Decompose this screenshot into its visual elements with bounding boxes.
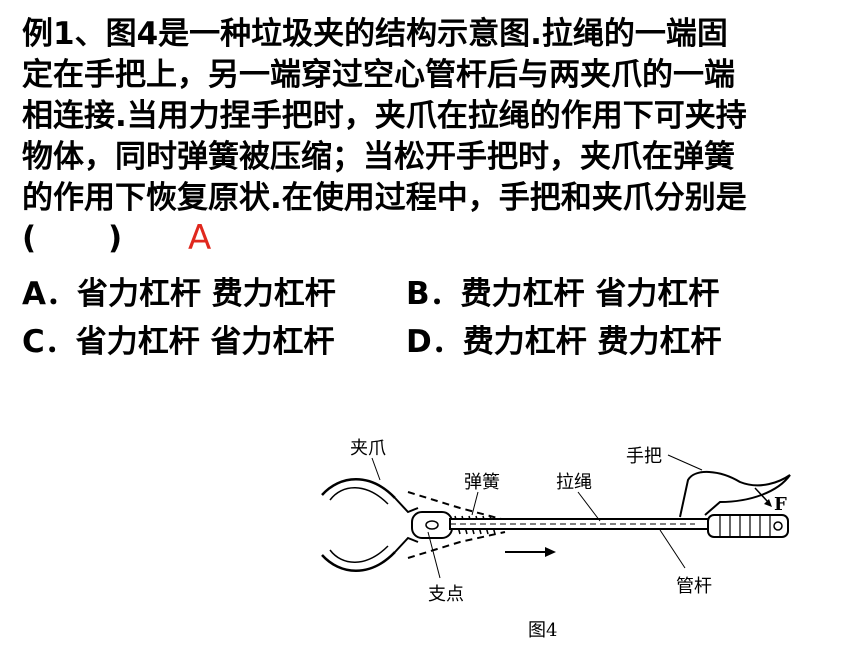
figure-caption: 图4 [528, 620, 557, 641]
option-c[interactable]: C．省力杠杆 省力杠杆 [22, 316, 335, 361]
option-text: 费力杠杆 费力杠杆 [462, 324, 722, 360]
leader-spring [471, 491, 479, 516]
leader-jaw [371, 457, 381, 481]
leader-rope [577, 491, 601, 522]
leader-tube [659, 529, 686, 569]
jaw-lower-inner [329, 545, 389, 563]
label-jaw: 夹爪 [350, 438, 386, 459]
spring-dashed-lower [407, 531, 506, 559]
handle-end-hole [773, 521, 783, 531]
option-text: 省力杠杆 费力杠杆 [77, 276, 336, 312]
label-pivot: 支点 [428, 584, 464, 605]
option-b[interactable]: B．费力杠杆 省力杠杆 [406, 268, 719, 313]
pull-arrow-head [545, 547, 556, 557]
option-letter: C． [22, 324, 76, 360]
option-text: 省力杠杆 省力杠杆 [75, 324, 335, 360]
handle-grip [707, 514, 789, 538]
trigger-handle [679, 471, 791, 518]
question-line: 相连接.当用力捏手把时，夹爪在拉绳的作用下可夹持 [22, 98, 747, 134]
question-text: 例1、图4是一种垃圾夹的结构示意图.拉绳的一端固 定在手把上，另一端穿过空心管杆… [22, 14, 842, 219]
label-spring: 弹簧 [464, 472, 500, 493]
force-arrow-head [764, 499, 772, 507]
trash-grabber-diagram: 夹爪 弹簧 拉绳 手把 F 支点 管杆 图4 [321, 438, 791, 641]
option-text: 费力杠杆 省力杠杆 [460, 276, 720, 312]
label-rope: 拉绳 [556, 472, 592, 493]
label-force: F [774, 494, 787, 515]
label-tube: 管杆 [676, 576, 712, 597]
answer-paren-open: ( [22, 220, 37, 256]
answer-paren-close: ) [108, 220, 123, 256]
jaw-arm-lower [394, 536, 419, 553]
option-letter: B． [406, 276, 461, 312]
force-arrow-shaft [754, 487, 769, 503]
option-letter: D． [406, 324, 463, 360]
pivot-hole [425, 520, 439, 530]
grip-ridges [719, 515, 771, 537]
jaw-lower [321, 551, 396, 572]
leader-handle [667, 454, 703, 471]
question-line: 的作用下恢复原状.在使用过程中，手把和夹爪分别是 [22, 180, 747, 216]
jaw-arm-upper [394, 497, 419, 514]
question-line: 物体，同时弹簧被压缩；当松开手把时，夹爪在弹簧 [22, 139, 735, 175]
question-line: 例1、图4是一种垃圾夹的结构示意图.拉绳的一端固 [22, 16, 728, 52]
option-a[interactable]: A．省力杠杆 费力杠杆 [22, 268, 336, 313]
leader-pivot [427, 531, 441, 579]
question-line: 定在手把上，另一端穿过空心管杆后与两夹爪的一端 [22, 57, 735, 93]
jaw-upper [321, 478, 396, 499]
option-letter: A． [22, 276, 77, 312]
answer-mark: A [188, 218, 212, 258]
option-d[interactable]: D．费力杠杆 费力杠杆 [406, 316, 722, 361]
label-handle: 手把 [626, 446, 662, 467]
jaw-upper-inner [329, 487, 389, 505]
